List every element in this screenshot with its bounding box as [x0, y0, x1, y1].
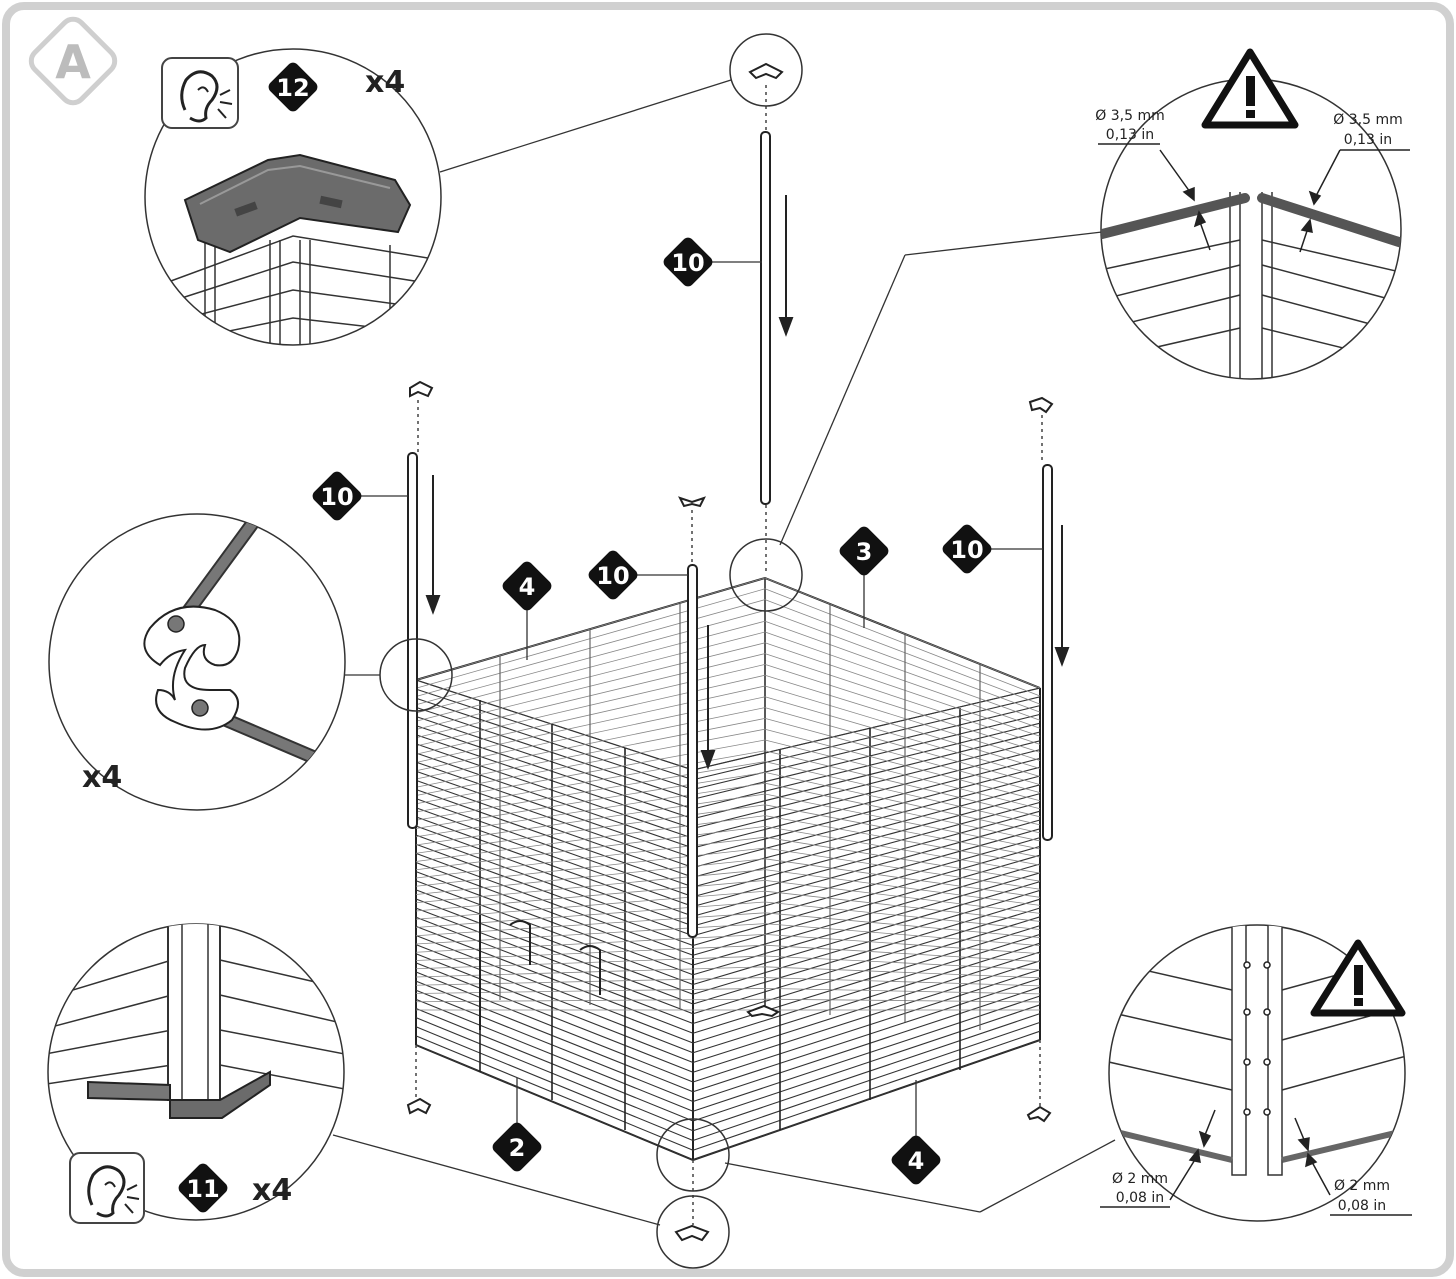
- detail-markers: [379, 33, 803, 1269]
- ear-click-icon: [161, 57, 239, 129]
- part-number-label: 10: [950, 536, 983, 564]
- posts: [407, 131, 1053, 938]
- step-letter: A: [55, 35, 91, 89]
- dim-bottom-left-mm: Ø 2 mm: [1112, 1171, 1168, 1187]
- part-number-label: 11: [186, 1175, 219, 1203]
- wire-clip: [143, 605, 241, 731]
- qty-bottom-left: x4: [252, 1173, 292, 1208]
- qty-mid-left: x4: [82, 760, 122, 795]
- dim-top-left-in: 0,13 in: [1106, 127, 1154, 143]
- detail-top-right: [1098, 78, 1410, 380]
- base-connector-11: [87, 1080, 171, 1102]
- part-number-label: 10: [596, 562, 629, 590]
- detail-mid-left: [48, 513, 346, 811]
- back-right-panel-bars: [764, 577, 1041, 1030]
- part-badge-10-right: 10: [942, 524, 992, 574]
- alignment-lines: [415, 85, 1043, 1225]
- dim-top-left-mm: Ø 3,5 mm: [1095, 108, 1164, 124]
- dim-top-right-in: 0,13 in: [1344, 132, 1392, 148]
- front-left-panel-bars: [415, 679, 694, 1161]
- part-number-label: 12: [276, 74, 309, 102]
- part-badge-10-top: 10: [663, 237, 713, 287]
- part-number-label: 2: [509, 1134, 526, 1162]
- qty-top-left: x4: [365, 65, 405, 100]
- corner-connectors: [406, 380, 1054, 1123]
- door-latch: [479, 915, 601, 1030]
- part-number-label: 10: [671, 249, 704, 277]
- dim-bottom-right-mm: Ø 2 mm: [1334, 1178, 1390, 1194]
- detail-bottom-left: [47, 923, 345, 1221]
- dim-bottom-left-in: 0,08 in: [1116, 1190, 1164, 1206]
- part-number-label: 4: [519, 573, 536, 601]
- back-left-panel-bars: [415, 577, 766, 1011]
- part-badge-4-back: 4: [502, 561, 552, 611]
- connector-icon-top: [748, 62, 784, 80]
- connector-icon-bottom: [674, 1224, 710, 1242]
- part-badge-3: 3: [839, 526, 889, 576]
- part-badge-10-mid: 10: [588, 550, 638, 600]
- part-badge-12: 12: [268, 62, 318, 112]
- leader-lines: [202, 79, 1116, 1226]
- part-number-label: 10: [320, 483, 353, 511]
- down-arrows: [425, 195, 1070, 770]
- part-badge-10-left: 10: [312, 471, 362, 521]
- part-badge-11: 11: [178, 1163, 228, 1213]
- ear-click-icon: [69, 1152, 145, 1224]
- part-number-label: 3: [856, 538, 873, 566]
- part-number-label: 4: [908, 1147, 925, 1175]
- dim-top-right-mm: Ø 3,5 mm: [1333, 112, 1402, 128]
- step-badge: A: [28, 16, 118, 106]
- part-badge-2: 2: [492, 1122, 542, 1172]
- part-badge-4-front: 4: [891, 1135, 941, 1185]
- warning-triangle-icon: [1201, 48, 1299, 129]
- dim-bottom-right-in: 0,08 in: [1338, 1198, 1386, 1214]
- warning-triangle-icon: [1310, 939, 1406, 1017]
- front-right-panel-bars: [692, 687, 1041, 1161]
